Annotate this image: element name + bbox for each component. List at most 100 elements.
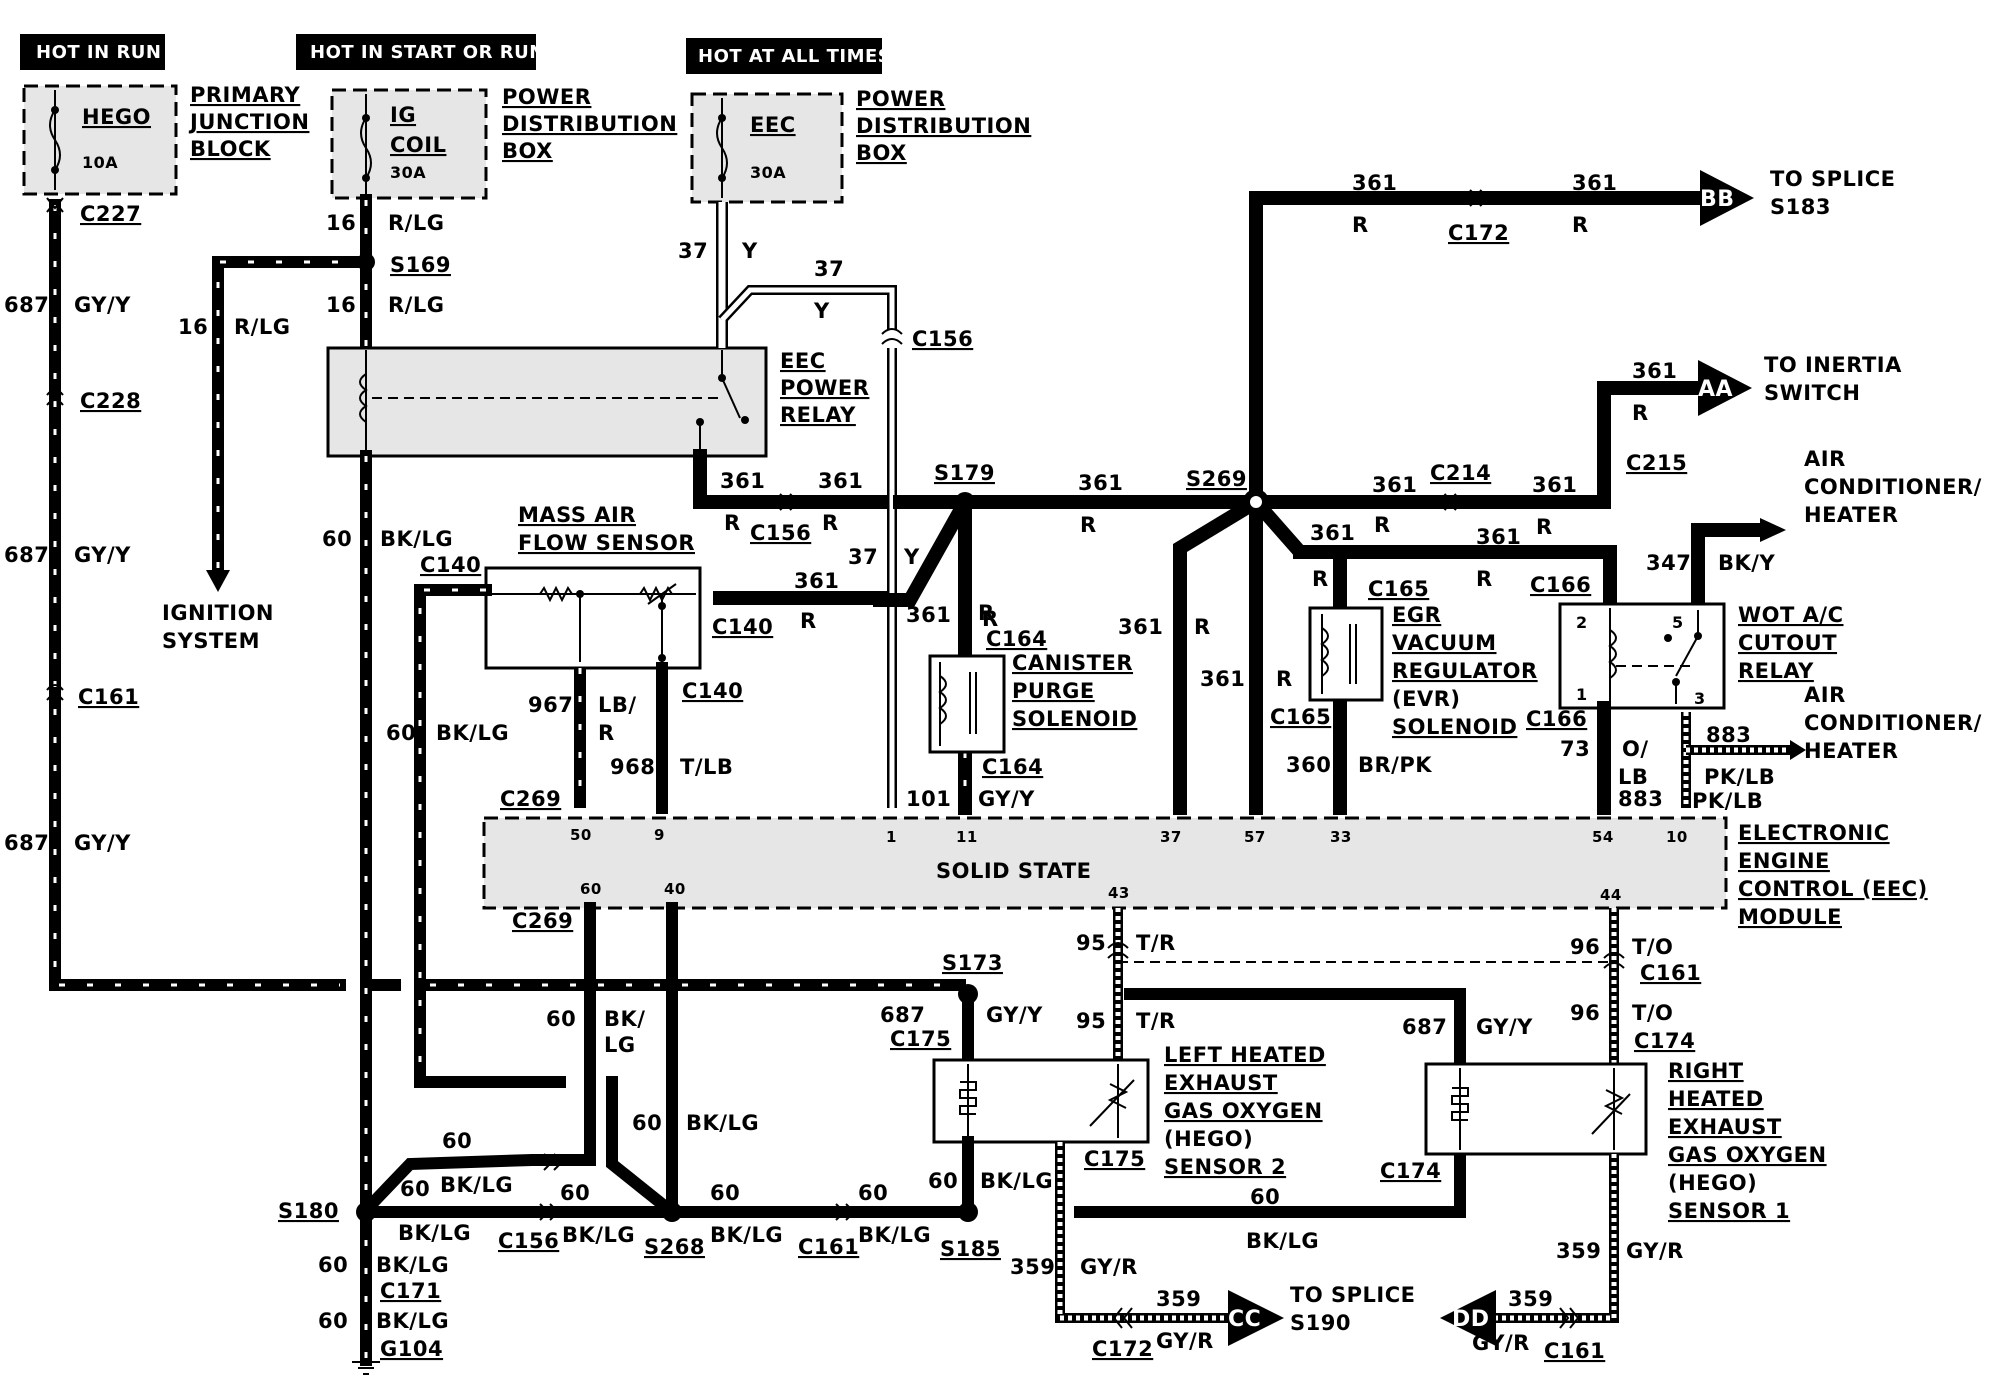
c174-bottom-label: C174 xyxy=(1380,1159,1441,1183)
mass-air-flow-sensor xyxy=(484,566,702,670)
c359-r-color: GY/R xyxy=(1626,1239,1684,1263)
c175-top-label: C175 xyxy=(890,1027,951,1051)
c60-bk1-color2: LG xyxy=(604,1033,636,1057)
c269-bottom-label: C269 xyxy=(512,909,573,933)
eec-power-relay-label: EEC POWER RELAY xyxy=(780,349,869,427)
hot-at-all-times-label: HOT AT ALL TIMES xyxy=(686,38,891,74)
svg-text:COIL: COIL xyxy=(390,133,446,157)
c60-b-num: 60 xyxy=(386,721,416,745)
c175-bottom-label: C175 xyxy=(1084,1147,1145,1171)
svg-text:AIR: AIR xyxy=(1804,683,1846,707)
relay-pin-3: 3 xyxy=(1694,689,1706,708)
pin-44: 44 xyxy=(1600,886,1622,904)
eec-module xyxy=(482,816,1728,910)
left-hego-label: LEFT HEATED EXHAUST GAS OXYGEN (HEGO) SE… xyxy=(1164,1043,1325,1179)
c37-a-color: Y xyxy=(741,239,758,263)
svg-text:REGULATOR: REGULATOR xyxy=(1392,659,1538,683)
c172-top-label: C172 xyxy=(1448,221,1509,245)
c687-a-color: GY/Y xyxy=(74,293,131,317)
relay-pin-5: 5 xyxy=(1672,613,1684,632)
c360-color: BR/PK xyxy=(1358,753,1432,777)
svg-text:SYSTEM: SYSTEM xyxy=(162,629,260,653)
c60-c161-color: BK/LG xyxy=(858,1223,931,1247)
svg-text:CONTROL (EEC): CONTROL (EEC) xyxy=(1738,877,1928,901)
svg-text:HOT IN RUN: HOT IN RUN xyxy=(36,42,161,63)
dd-badge: DD xyxy=(1440,1290,1496,1346)
s179-label: S179 xyxy=(934,461,995,485)
svg-text:TO SPLICE: TO SPLICE xyxy=(1770,167,1895,191)
c37-b-num: 37 xyxy=(814,257,844,281)
wire-361-r xyxy=(693,189,1786,815)
wire-16-r-lg xyxy=(206,194,375,592)
svg-text:CONDITIONER/: CONDITIONER/ xyxy=(1804,711,1982,735)
c174-top-label: C174 xyxy=(1634,1029,1695,1053)
c161-br-label: C161 xyxy=(1544,1339,1605,1363)
svg-text:POWER: POWER xyxy=(780,376,869,400)
left-hego-sensor xyxy=(932,1058,1150,1144)
c687-b-num: 687 xyxy=(4,543,49,567)
egr-label: EGR VACUUM REGULATOR (EVR) SOLENOID xyxy=(1392,603,1538,739)
c60-s185-color: BK/LG xyxy=(980,1169,1053,1193)
c96-b-color: T/O xyxy=(1632,1001,1673,1025)
c361-h3-num: 361 xyxy=(1078,471,1123,495)
c687-l-num: 687 xyxy=(880,1003,925,1027)
c361-egr-color: R xyxy=(1312,567,1329,591)
g104-label: G104 xyxy=(380,1337,443,1361)
right-hego-sensor xyxy=(1424,1062,1648,1156)
c164-bottom-label: C164 xyxy=(982,755,1043,779)
c361-top-a-num: 361 xyxy=(1352,171,1397,195)
c359-dd-num: 359 xyxy=(1508,1287,1553,1311)
c361-canister-color: R xyxy=(978,601,995,625)
canister-purge-solenoid-label: CANISTER PURGE SOLENOID xyxy=(1012,651,1137,731)
c161-bottom-label: C161 xyxy=(798,1235,859,1259)
c161-left-label: C161 xyxy=(78,685,139,709)
c687-b-color: GY/Y xyxy=(74,543,131,567)
c687-r-color: GY/Y xyxy=(1476,1015,1533,1039)
svg-text:ENGINE: ENGINE xyxy=(1738,849,1830,873)
svg-text:DISTRIBUTION: DISTRIBUTION xyxy=(856,114,1031,138)
primary-junction-block-label: PRIMARY JUNCTION BLOCK xyxy=(188,83,309,161)
c140-right-label: C140 xyxy=(712,615,773,639)
c37-c-color: Y xyxy=(903,545,920,569)
wire-73-883 xyxy=(1597,701,1806,815)
c172-bottom-label: C172 xyxy=(1092,1337,1153,1361)
wot-ac-cutout-relay xyxy=(1558,602,1726,710)
pin-37: 37 xyxy=(1160,828,1182,846)
svg-text:GAS OXYGEN: GAS OXYGEN xyxy=(1164,1099,1323,1123)
c73-color: O/ xyxy=(1622,737,1649,761)
c95-b-color: T/R xyxy=(1136,1009,1176,1033)
c967-num: 967 xyxy=(528,693,573,717)
c96-a-color: T/O xyxy=(1632,935,1673,959)
c967-color: LB/ xyxy=(598,693,637,717)
svg-text:BOX: BOX xyxy=(502,139,553,163)
c687-l-color: GY/Y xyxy=(986,1003,1043,1027)
c361-v2-num: 361 xyxy=(1200,667,1245,691)
ground-symbol xyxy=(352,1361,380,1375)
s185-label: S185 xyxy=(940,1237,1001,1261)
svg-text:30A: 30A xyxy=(750,163,786,182)
svg-text:SWITCH: SWITCH xyxy=(1764,381,1860,405)
c60-down2-num: 60 xyxy=(318,1309,348,1333)
c361-h4-color: R xyxy=(1374,513,1391,537)
pin-54: 54 xyxy=(1592,828,1614,846)
relay-pin-2: 2 xyxy=(1576,613,1588,632)
c73-num2: 883 xyxy=(1618,787,1663,811)
svg-text:DISTRIBUTION: DISTRIBUTION xyxy=(502,112,677,136)
c60-bk1-color: BK/ xyxy=(604,1007,645,1031)
pin-57: 57 xyxy=(1244,828,1266,846)
c73-num: 73 xyxy=(1560,737,1590,761)
cc-badge: CC xyxy=(1228,1290,1284,1346)
c140-bottom-label: C140 xyxy=(682,679,743,703)
c361-h1-color: R xyxy=(724,511,741,535)
svg-text:BOX: BOX xyxy=(856,141,907,165)
svg-text:TO INERTIA: TO INERTIA xyxy=(1764,353,1902,377)
svg-text:HOT IN START OR RUN: HOT IN START OR RUN xyxy=(310,42,545,63)
svg-text:HOT AT ALL TIMES: HOT AT ALL TIMES xyxy=(698,46,891,67)
c361-maf-color: R xyxy=(800,609,817,633)
to-inertia-switch-label: TO INERTIA SWITCH xyxy=(1764,353,1902,405)
eec-solid-state: SOLID STATE xyxy=(936,859,1092,883)
hot-in-start-or-run-label: HOT IN START OR RUN xyxy=(296,34,545,70)
c95-a-color: T/R xyxy=(1136,931,1176,955)
c361-aa-num: 361 xyxy=(1632,359,1677,383)
svg-text:(HEGO): (HEGO) xyxy=(1164,1127,1253,1151)
